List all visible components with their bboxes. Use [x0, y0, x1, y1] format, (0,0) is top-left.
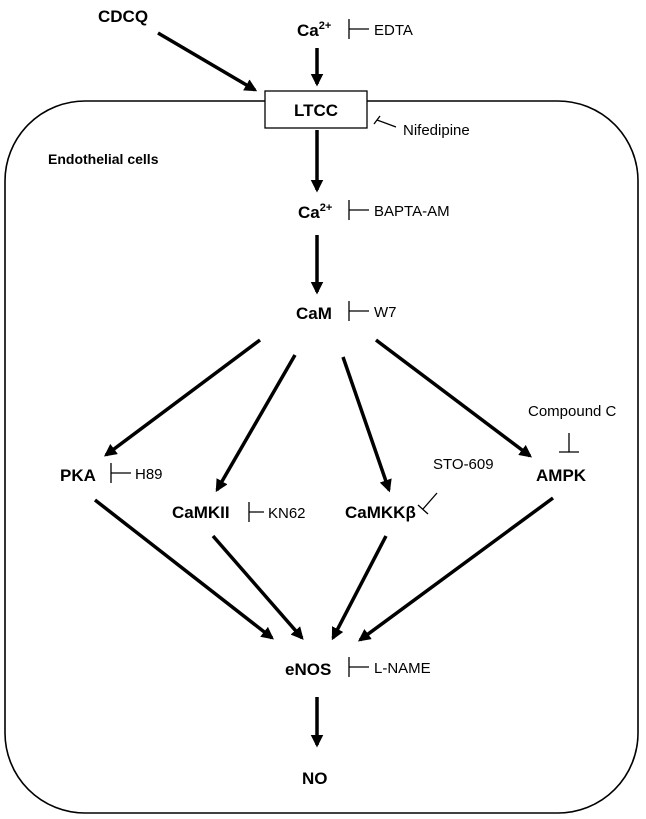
kn62-label: KN62: [268, 505, 306, 522]
w7-label: W7: [374, 304, 397, 321]
h89-label: H89: [135, 466, 163, 483]
inhibit-edta-symbol: [348, 19, 369, 39]
inhibit-sto609-symbol: [417, 492, 438, 515]
inhibit-lname-symbol: [348, 657, 369, 677]
arrow-camkii-enos: [211, 534, 304, 640]
edta-label: EDTA: [374, 22, 413, 39]
pka-label: PKA: [60, 466, 96, 485]
ampk-label: AMPK: [536, 466, 587, 485]
cell-type-label: Endothelial cells: [48, 151, 159, 167]
ca-intracellular-label: Ca2+: [298, 202, 332, 222]
camkkb-label: CaMKKβ: [345, 503, 416, 522]
inhibit-nifedipine-symbol: [373, 115, 397, 128]
arrow-ampk-enos: [357, 496, 555, 642]
ltcc-box: [264, 90, 368, 129]
ltcc-label: LTCC: [294, 101, 338, 120]
arrow-cam-camkii: [215, 354, 297, 493]
inhibit-kn62-symbol: [248, 502, 264, 522]
inhibit-w7-symbol: [348, 301, 369, 321]
nifedipine-label: Nifedipine: [403, 122, 470, 139]
arrow-cam-camkkb: [341, 356, 392, 493]
arrow-camkkb-enos: [331, 535, 388, 641]
sto609-label: STO-609: [433, 456, 494, 473]
arrow-pka-enos: [93, 498, 274, 640]
inhibit-bapta-symbol: [348, 200, 369, 220]
compound-c-label: Compound C: [528, 403, 617, 420]
camkii-label: CaMKII: [172, 503, 230, 522]
cdcq-label: CDCQ: [98, 7, 148, 26]
inhibit-h89-symbol: [110, 463, 131, 483]
enos-label: eNOS: [285, 660, 331, 679]
lname-label: L-NAME: [374, 660, 431, 677]
no-label: NO: [302, 769, 328, 788]
arrow-cam-ampk: [374, 338, 533, 458]
inhibit-compound-c-symbol: [559, 433, 579, 453]
ca-extracellular-label: Ca2+: [297, 20, 331, 40]
cam-label: CaM: [296, 304, 332, 323]
arrow-cdcq-ltcc: [157, 31, 258, 92]
bapta-label: BAPTA-AM: [374, 203, 450, 220]
arrow-cam-pka: [103, 338, 262, 457]
